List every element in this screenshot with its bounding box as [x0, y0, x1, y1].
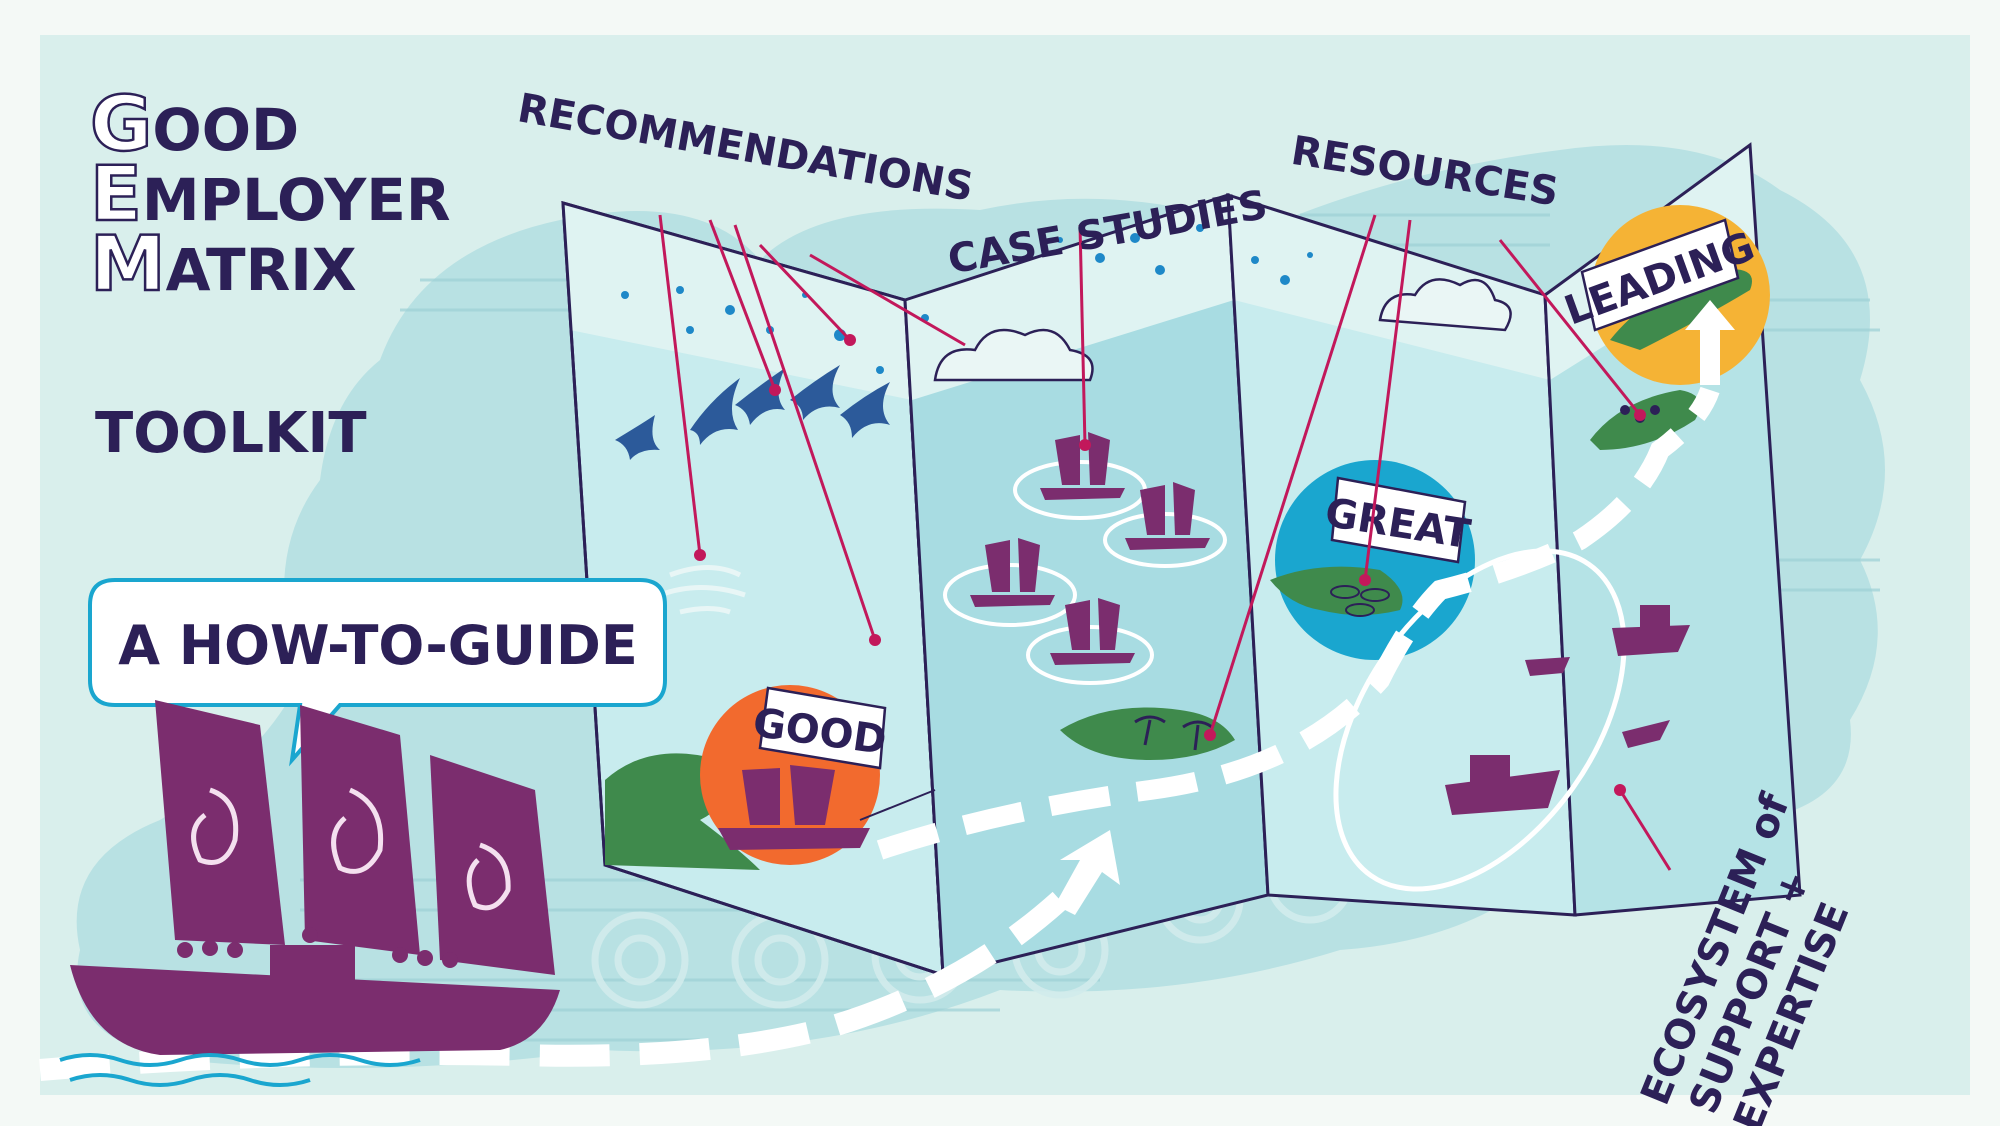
journey-path-lower	[39, 891, 1068, 1081]
title-line-matrix: MATRIX	[90, 219, 357, 308]
canoe-fleet-icon	[943, 432, 1227, 685]
title-line-good: GOOD	[90, 79, 299, 168]
palm-tree-icon	[1134, 715, 1213, 751]
title-block: GOOD EMPLOYER MATRIX TOOLKIT	[89, 78, 451, 466]
island-leading-top	[1610, 269, 1752, 350]
level-label-good: GOOD	[750, 686, 889, 770]
toolkit-text: TOOLKIT	[95, 401, 367, 466]
speech-bubble: A HOW-TO-GUIDE	[88, 578, 667, 767]
up-arrow-icon	[1685, 300, 1735, 385]
ship-icon	[1445, 605, 1690, 815]
journey-path-upper	[876, 386, 1720, 860]
map-panel-1-sky	[563, 203, 912, 400]
fish-icon	[1330, 585, 1390, 617]
title-line-employer: EMPLOYER	[90, 149, 451, 238]
sail-right	[430, 755, 555, 975]
map-panel-3-sky	[1228, 195, 1550, 380]
sail-left	[155, 700, 285, 945]
island-leading-bottom	[1590, 390, 1700, 450]
cloud-icon	[933, 328, 1094, 382]
leader-lines	[658, 214, 1672, 871]
wind-icon	[659, 565, 746, 615]
how-to-guide-text: A HOW-TO-GUIDE	[118, 614, 637, 677]
path-arrow-icon	[1055, 830, 1120, 915]
waka-canoe-icon	[70, 700, 560, 1055]
waka-hull	[70, 965, 560, 1055]
sail-middle	[300, 705, 420, 955]
canoe-icon-good	[718, 765, 936, 850]
wave-icon	[59, 1053, 421, 1087]
